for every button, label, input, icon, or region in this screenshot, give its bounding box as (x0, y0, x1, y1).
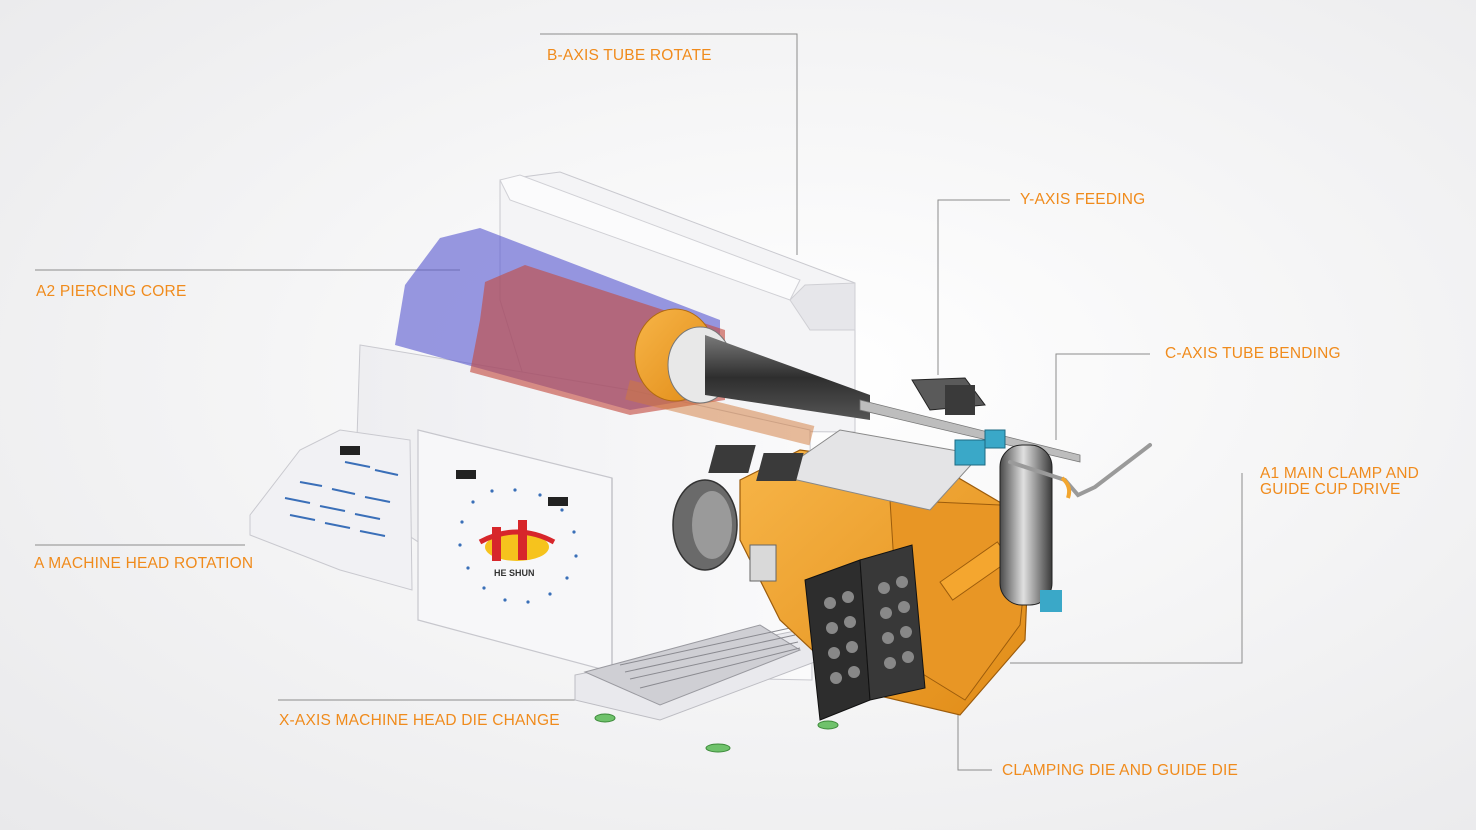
label-a2-piercing-core: A2 PIERCING CORE (36, 283, 187, 300)
leader-c-axis (1055, 353, 1150, 440)
y-axis-carriage (911, 377, 1006, 466)
b-axis-spindle (634, 308, 1081, 463)
bending-head (708, 429, 1031, 721)
label-b-axis-tube-rotate: B-AXIS TUBE ROTATE (547, 47, 712, 64)
label-y-axis-feeding: Y-AXIS FEEDING (1020, 191, 1146, 208)
brand-logo: HE SHUN (478, 520, 556, 578)
label-c-axis-tube-bending: C-AXIS TUBE BENDING (1165, 345, 1341, 362)
leader-lines (35, 33, 1243, 771)
die-blocks (804, 544, 926, 721)
leader-clamping (957, 690, 992, 771)
output-tube (1008, 443, 1152, 498)
logo-dot-ring (458, 488, 578, 604)
logo-text: HE SHUN (494, 568, 535, 578)
label-a1-main-clamp: A1 MAIN CLAMP AND GUIDE CUP DRIVE (1260, 465, 1420, 498)
leader-b-axis (540, 33, 798, 255)
label-clamping-die-guide-die: CLAMPING DIE AND GUIDE DIE (1002, 762, 1239, 779)
leader-a1 (1010, 473, 1243, 664)
c-axis-cylinder (999, 444, 1062, 612)
label-x-axis-die-change: X-AXIS MACHINE HEAD DIE CHANGE (279, 712, 560, 729)
machine-feet (594, 713, 839, 753)
leader-y-axis (937, 199, 1010, 375)
label-a-machine-head-rotation: A MACHINE HEAD ROTATION (34, 555, 254, 572)
